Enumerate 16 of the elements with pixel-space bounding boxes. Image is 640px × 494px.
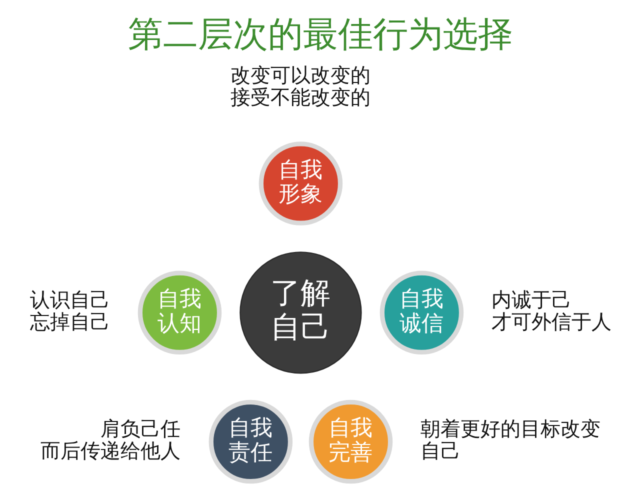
node-circle: 自我完善 xyxy=(308,399,392,484)
diagram-title: 第二层次的最佳行为选择 xyxy=(128,14,512,55)
node-label: 而后传递给他人 xyxy=(40,439,180,462)
node-circle: 了解自己 xyxy=(239,251,362,374)
node-circle: 自我诚信 xyxy=(379,270,464,354)
node-label: 认识自己 xyxy=(29,288,110,311)
node-label: 忘掉自己 xyxy=(29,310,110,333)
node-label: 朝着更好的目标改变自己 xyxy=(420,417,600,462)
node-label: 改变可以改变的 xyxy=(230,63,370,86)
node-label: 才可外信于人 xyxy=(491,310,612,333)
node-circle: 自我形象 xyxy=(258,141,342,225)
node-label: 接受不能改变的 xyxy=(230,85,370,108)
node-circle: 自我认知 xyxy=(137,270,222,354)
node-circle: 自我责任 xyxy=(208,399,292,484)
node-label: 肩负己任 xyxy=(100,417,180,440)
node-label: 内诚于己 xyxy=(491,288,572,311)
